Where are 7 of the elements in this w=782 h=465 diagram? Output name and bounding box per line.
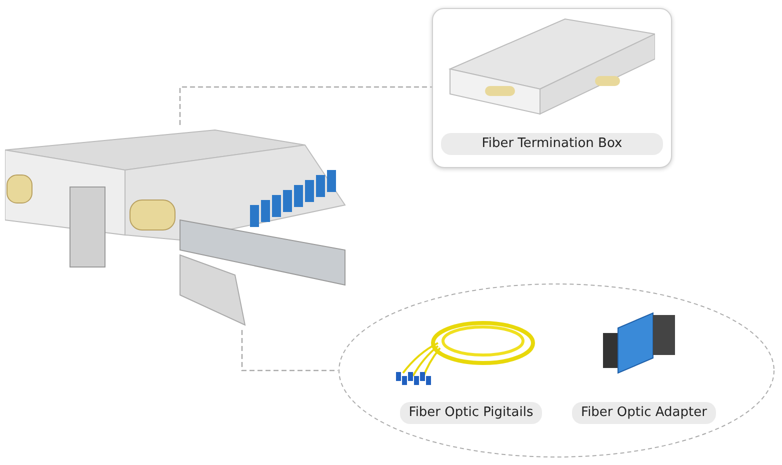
dashed-leader-line: [179, 86, 432, 125]
dashed-leader-line: [241, 330, 338, 372]
product-card: [432, 8, 672, 168]
product-label: Fiber Optic Adapter: [572, 402, 716, 424]
dashed-ellipse-outline: [338, 283, 775, 458]
product-label: Fiber Optic Pigitails: [400, 402, 542, 424]
product-label: Fiber Termination Box: [441, 133, 663, 155]
